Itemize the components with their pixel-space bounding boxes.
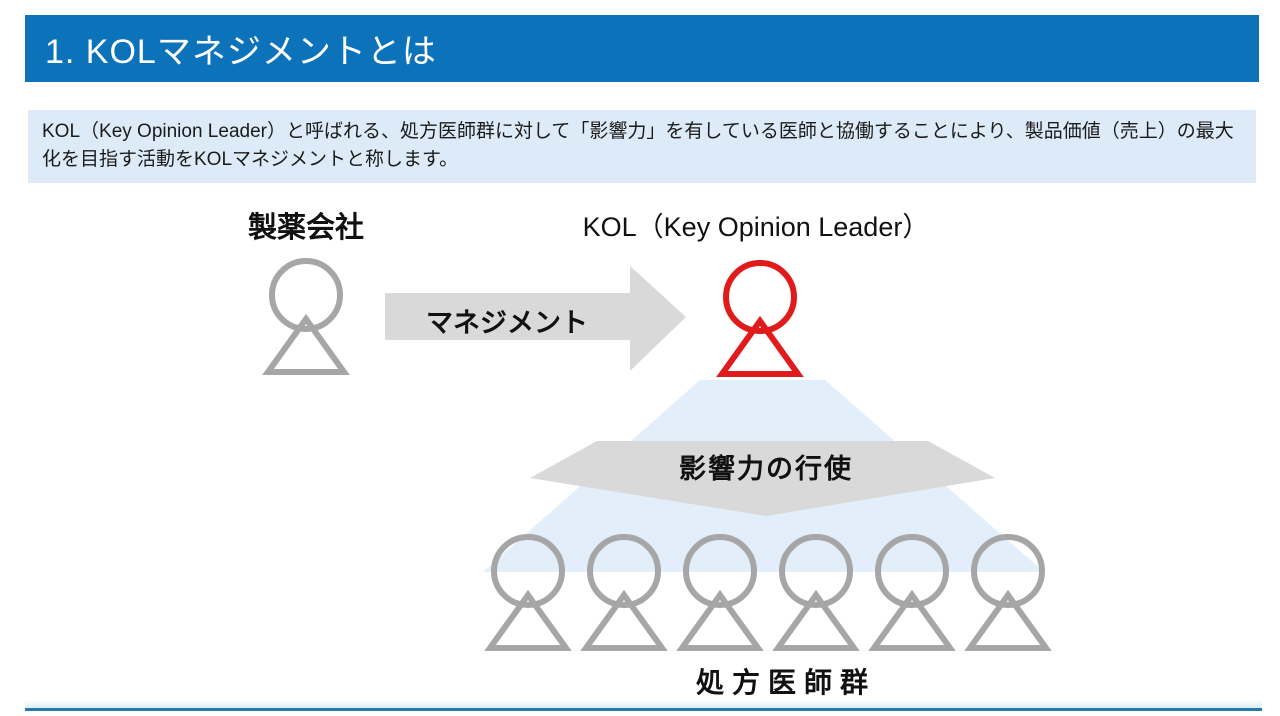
pharma-label: 製薬会社 bbox=[247, 212, 364, 244]
influence-arrow-label: 影響力の行使 bbox=[679, 454, 853, 484]
pharma-person-icon bbox=[268, 261, 344, 372]
influence-arrow bbox=[530, 441, 995, 516]
description-text: KOL（Key Opinion Leader）と呼ばれる、処方医師群に対して「影… bbox=[42, 121, 1234, 170]
management-arrow-label: マネジメント bbox=[426, 308, 588, 338]
footer-rule bbox=[25, 700, 1262, 711]
prescribers-label: 処方医師群 bbox=[695, 667, 876, 698]
management-arrow bbox=[385, 266, 686, 371]
kol-person-icon bbox=[722, 263, 798, 374]
page-title: 1. KOLマネジメントとは bbox=[45, 33, 437, 71]
title-bar: 1. KOLマネジメントとは bbox=[25, 15, 1259, 82]
description-panel: KOL（Key Opinion Leader）と呼ばれる、処方医師群に対して「影… bbox=[28, 110, 1256, 183]
kol-label: KOL（Key Opinion Leader） bbox=[582, 212, 930, 242]
